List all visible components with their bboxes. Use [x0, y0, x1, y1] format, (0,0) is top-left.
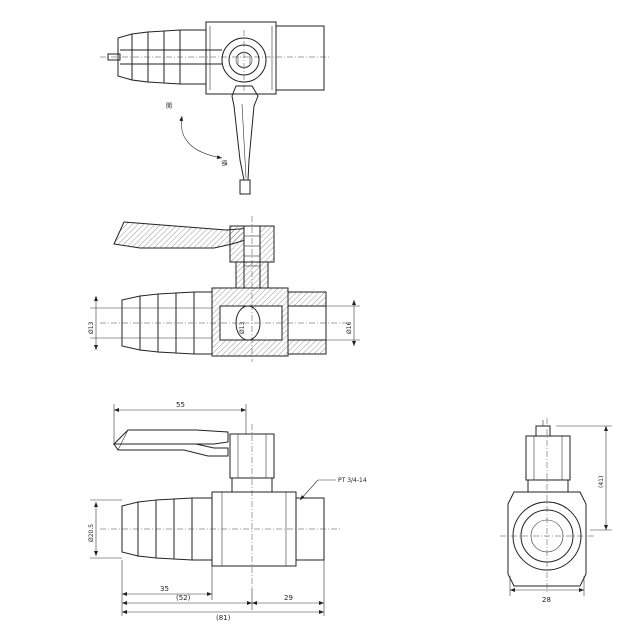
top-body: [205, 21, 325, 95]
top-hose-barb: [100, 29, 330, 85]
front-handle: [112, 429, 229, 457]
front-view: 55 PT 3/4-14 Ø20.5 35 (52) 29 (81): [88, 401, 367, 622]
dim-body-len: (52): [176, 594, 191, 602]
section-view: Ø13 Ø13 Ø16: [88, 216, 360, 362]
section-body: [100, 216, 348, 362]
top-view: 開 閉: [100, 21, 330, 195]
side-body: [500, 418, 596, 592]
label-close: 閉: [220, 160, 228, 167]
top-lever-stub: [107, 49, 222, 65]
front-stem: [229, 424, 275, 588]
dim-hose-len: 35: [160, 585, 169, 593]
side-view: (41) 28: [500, 418, 612, 604]
dim-thread-len: 29: [284, 594, 293, 602]
dim-right-dia: Ø16: [346, 321, 353, 334]
rotation-arc: [179, 115, 223, 160]
front-dims: [90, 404, 336, 616]
top-lever: [231, 85, 259, 195]
side-stem: [525, 420, 571, 493]
side-dims: [509, 425, 612, 596]
dim-left-dia: Ø13: [88, 321, 95, 334]
label-open: 開: [166, 103, 172, 110]
dim-height: (41): [598, 476, 605, 488]
section-dims: [90, 296, 360, 350]
dim-handle: 55: [176, 401, 185, 409]
dim-total-len: (81): [216, 614, 231, 622]
thread-label: PT 3/4-14: [338, 477, 367, 484]
dim-center-dia: Ø13: [239, 321, 246, 334]
dim-body-dia: Ø20.5: [88, 524, 95, 542]
dim-width: 28: [542, 596, 551, 604]
front-body: [100, 491, 340, 567]
